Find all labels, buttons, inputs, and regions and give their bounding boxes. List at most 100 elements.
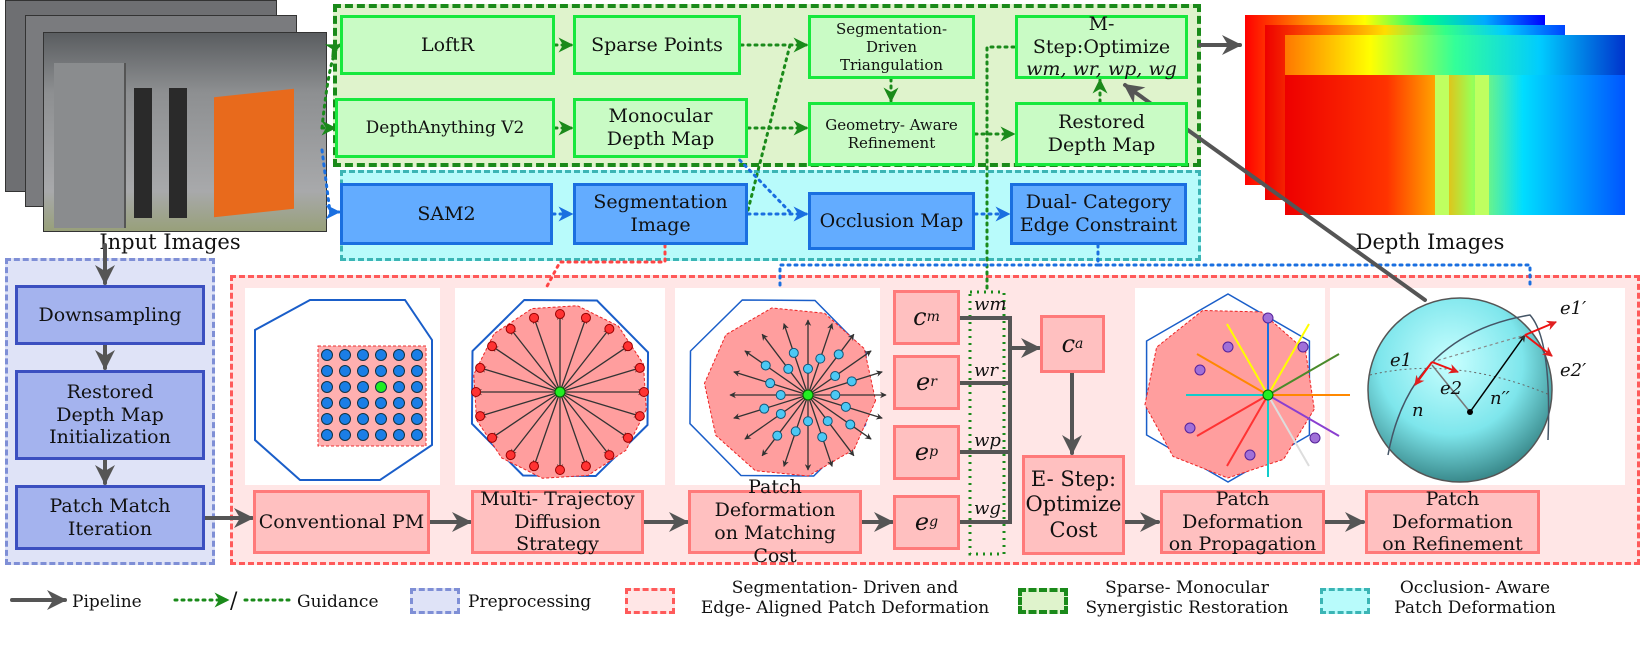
sample-pixel [339, 365, 351, 377]
er-symbol: e [916, 368, 931, 397]
input-image-stack [5, 0, 327, 232]
edge-point [555, 465, 565, 475]
m-step-box: M- Step:Optimize wm, wr, wp, wg [1015, 13, 1188, 80]
sample-point [765, 378, 776, 389]
candidate-point [1262, 312, 1274, 324]
edge-point [475, 362, 486, 373]
sample-pixel [393, 365, 405, 377]
sphere-label-e1p: e1′ [1560, 298, 1587, 319]
ep-symbol: e [914, 438, 930, 467]
sphere-label-e2: e2 [1440, 378, 1463, 399]
weighted-sum-bracket [958, 316, 1012, 524]
edge-point [475, 411, 486, 422]
trajectory-arrow [491, 345, 561, 393]
propagation-direction [1267, 323, 1310, 396]
multi-trajectory-box: Multi- Trajectoy Diffusion Strategy [471, 488, 644, 555]
trajectory-arrow [559, 328, 610, 393]
sample-point [775, 408, 786, 419]
edge-point [580, 312, 591, 323]
edge-point [639, 387, 649, 397]
sphere-label-e1: e1 [1390, 350, 1413, 371]
sample-pixel [321, 381, 333, 393]
guide-monocular-to-occlusion [728, 148, 792, 214]
trajectory-arrow [479, 366, 561, 393]
trajectory-arrow [761, 394, 809, 457]
occlusion-map-box: Occlusion Map [808, 192, 975, 250]
trajectory-arrow [782, 323, 809, 396]
edge-point [604, 323, 615, 334]
vector-e1 [1414, 361, 1433, 386]
square-patch [317, 345, 427, 447]
depth-pipe [1475, 75, 1489, 215]
legend-slash: / [230, 589, 238, 614]
sample-point [775, 390, 786, 400]
sample-pixel [393, 381, 405, 393]
sample-pixel [357, 365, 369, 377]
normal-n-double-prime [1469, 334, 1526, 413]
geometry-refinement-box: Geometry- Aware Refinement [808, 102, 975, 166]
sample-point [788, 347, 799, 358]
vector-e1-prime [1524, 320, 1557, 336]
depth-pipe [1435, 75, 1449, 215]
legend-sparse-swatch [1018, 588, 1068, 614]
sample-pixel [339, 397, 351, 409]
sample-point [830, 371, 841, 382]
normal-n [1431, 364, 1471, 413]
trajectory-arrow [733, 394, 809, 420]
loftr-box: LoftR [340, 15, 555, 75]
sample-point [772, 430, 783, 441]
cm-symbol: c [913, 303, 927, 332]
sample-pixel [411, 397, 423, 409]
sample-pixel [375, 413, 387, 425]
pipe [134, 88, 152, 218]
edge-point [487, 341, 498, 352]
eg-subscript: g [929, 514, 939, 531]
legend-pipeline: Pipeline [72, 592, 142, 612]
depth-image [1285, 35, 1625, 215]
pipe [169, 88, 187, 218]
vector-e2 [1431, 361, 1459, 374]
sample-pixel [339, 349, 351, 361]
sample-pixel [411, 349, 423, 361]
monocular-depth-box: Monocular Depth Map [573, 98, 748, 158]
edge-point [580, 461, 591, 472]
trajectory-arrow [559, 317, 588, 393]
trajectory-arrow [807, 350, 872, 396]
ca-symbol: c [1061, 329, 1076, 358]
edge-point [634, 362, 645, 373]
center-pixel [375, 381, 387, 393]
guide-dual-to-matching [778, 263, 1100, 287]
dual-edge-box: Dual- Category Edge Constraint [1010, 183, 1187, 245]
trajectory-arrow [510, 328, 561, 393]
trajectory-arrow [807, 394, 855, 457]
candidate-point [1309, 432, 1321, 444]
sample-point [845, 419, 856, 430]
sample-point [803, 416, 813, 427]
propagation-direction [1226, 323, 1269, 396]
sphere-label-npp: n′′ [1490, 388, 1510, 409]
sample-pixel [357, 429, 369, 441]
sample-pixel [375, 365, 387, 377]
sample-pixel [339, 413, 351, 425]
sample-pixel [357, 397, 369, 409]
sample-pixel [411, 381, 423, 393]
depth-ceiling [1285, 35, 1625, 75]
trajectory-arrow [532, 391, 561, 467]
trajectory-arrow [807, 333, 855, 396]
sample-point [759, 403, 770, 414]
legend-preprocessing: Preprocessing [468, 592, 592, 612]
sample-point [815, 353, 826, 364]
sample-pixel [393, 429, 405, 441]
trajectory-arrow [807, 370, 883, 396]
e-step-box: E- Step: Optimize Cost [1022, 455, 1125, 555]
legend-guidance: Guidance [297, 592, 379, 612]
latitude-line [1369, 367, 1551, 396]
center-pixel [1262, 389, 1274, 401]
edge-point [622, 432, 633, 443]
ca-subscript: a [1075, 335, 1084, 352]
edge-point [487, 432, 498, 443]
edge-point [505, 450, 516, 461]
sample-pixel [339, 381, 351, 393]
